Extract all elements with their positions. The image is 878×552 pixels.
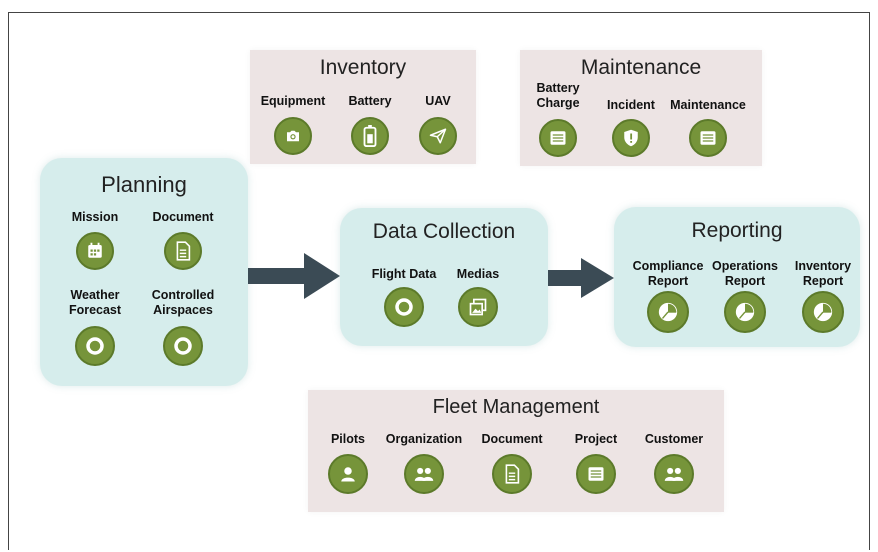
maintenance-label-incident: Incident [607,98,655,112]
document-icon [492,454,532,494]
list-icon [539,119,577,157]
reporting-item-inventory-report: Inventory Report [773,259,873,333]
ring-icon [75,326,115,366]
data-collection-item-flight-data: Flight Data [354,267,454,327]
fleet-item-project: Project [546,432,646,494]
maintenance-item-maintenance: Maintenance [658,98,758,157]
arrow-collection-to-reporting-icon [548,258,614,298]
fleet-label-project: Project [574,432,618,446]
inventory-title: Inventory [319,56,407,79]
planning-label-document: Document [152,210,214,224]
paper-plane-icon [419,117,457,155]
planning-label-controlled-airspaces: Controlled Airspaces [151,288,215,317]
reporting-box: Reporting Compliance Report Operations R… [614,207,860,347]
battery-icon [351,117,389,155]
fleet-label-document: Document [481,432,543,446]
maintenance-label-battery-charge: Battery Charge [536,81,580,110]
fleet-item-document: Document [462,432,562,494]
data-collection-label-flight-data: Flight Data [371,267,437,281]
document-icon [164,232,202,270]
pie-chart-icon [647,291,689,333]
list-icon [689,119,727,157]
reporting-item-compliance-report: Compliance Report [618,259,718,333]
maintenance-item-battery-charge: Battery Charge [508,81,608,157]
maintenance-title: Maintenance [580,56,702,79]
fleet-label-pilots: Pilots [330,432,366,446]
list-icon [576,454,616,494]
planning-title: Planning [101,172,187,197]
ring-icon [384,287,424,327]
data-collection-label-medias: Medias [456,267,500,281]
inventory-item-battery: Battery [320,94,420,155]
users-icon [654,454,694,494]
reporting-label-operations-report: Operations Report [712,259,778,288]
planning-box: Planning Mission Document Weather Foreca… [40,158,248,386]
reporting-title: Reporting [691,219,783,242]
planning-item-weather-forecast: Weather Forecast [45,288,145,366]
diagram-frame [8,12,870,550]
pie-chart-icon [724,291,766,333]
fleet-item-organization: Organization [374,432,474,494]
inventory-box: Inventory Equipment Battery UAV [250,50,476,164]
ring-icon [163,326,203,366]
inventory-item-uav: UAV [388,94,488,155]
data-collection-box: Data Collection Flight Data Medias [340,208,548,346]
planning-label-mission: Mission [71,210,119,224]
fleet-label-organization: Organization [385,432,463,446]
pie-chart-icon [802,291,844,333]
fleet-management-title: Fleet Management [432,396,600,418]
inventory-label-uav: UAV [425,94,451,108]
planning-item-controlled-airspaces: Controlled Airspaces [133,288,233,366]
user-icon [328,454,368,494]
maintenance-item-incident: Incident [581,98,681,157]
inventory-item-equipment: Equipment [243,94,343,155]
fleet-item-customer: Customer [624,432,724,494]
maintenance-box: Maintenance Battery Charge Incident Main… [520,50,762,166]
data-collection-item-medias: Medias [428,267,528,327]
reporting-label-compliance-report: Compliance Report [632,259,704,288]
planning-item-mission: Mission [45,210,145,270]
reporting-item-operations-report: Operations Report [695,259,795,333]
data-collection-title: Data Collection [372,220,516,243]
shield-alert-icon [612,119,650,157]
calendar-icon [76,232,114,270]
users-icon [404,454,444,494]
fleet-label-customer: Customer [644,432,704,446]
fleet-item-pilots: Pilots [298,432,398,494]
camera-icon [274,117,312,155]
reporting-label-inventory-report: Inventory Report [794,259,852,288]
arrow-planning-to-collection-icon [248,253,340,299]
gallery-icon [458,287,498,327]
fleet-management-box: Fleet Management Pilots Organization Doc… [308,390,724,512]
inventory-label-equipment: Equipment [260,94,326,108]
maintenance-label-maintenance: Maintenance [670,98,746,112]
inventory-label-battery: Battery [348,94,392,108]
planning-item-document: Document [133,210,233,270]
planning-label-weather-forecast: Weather Forecast [68,288,122,317]
